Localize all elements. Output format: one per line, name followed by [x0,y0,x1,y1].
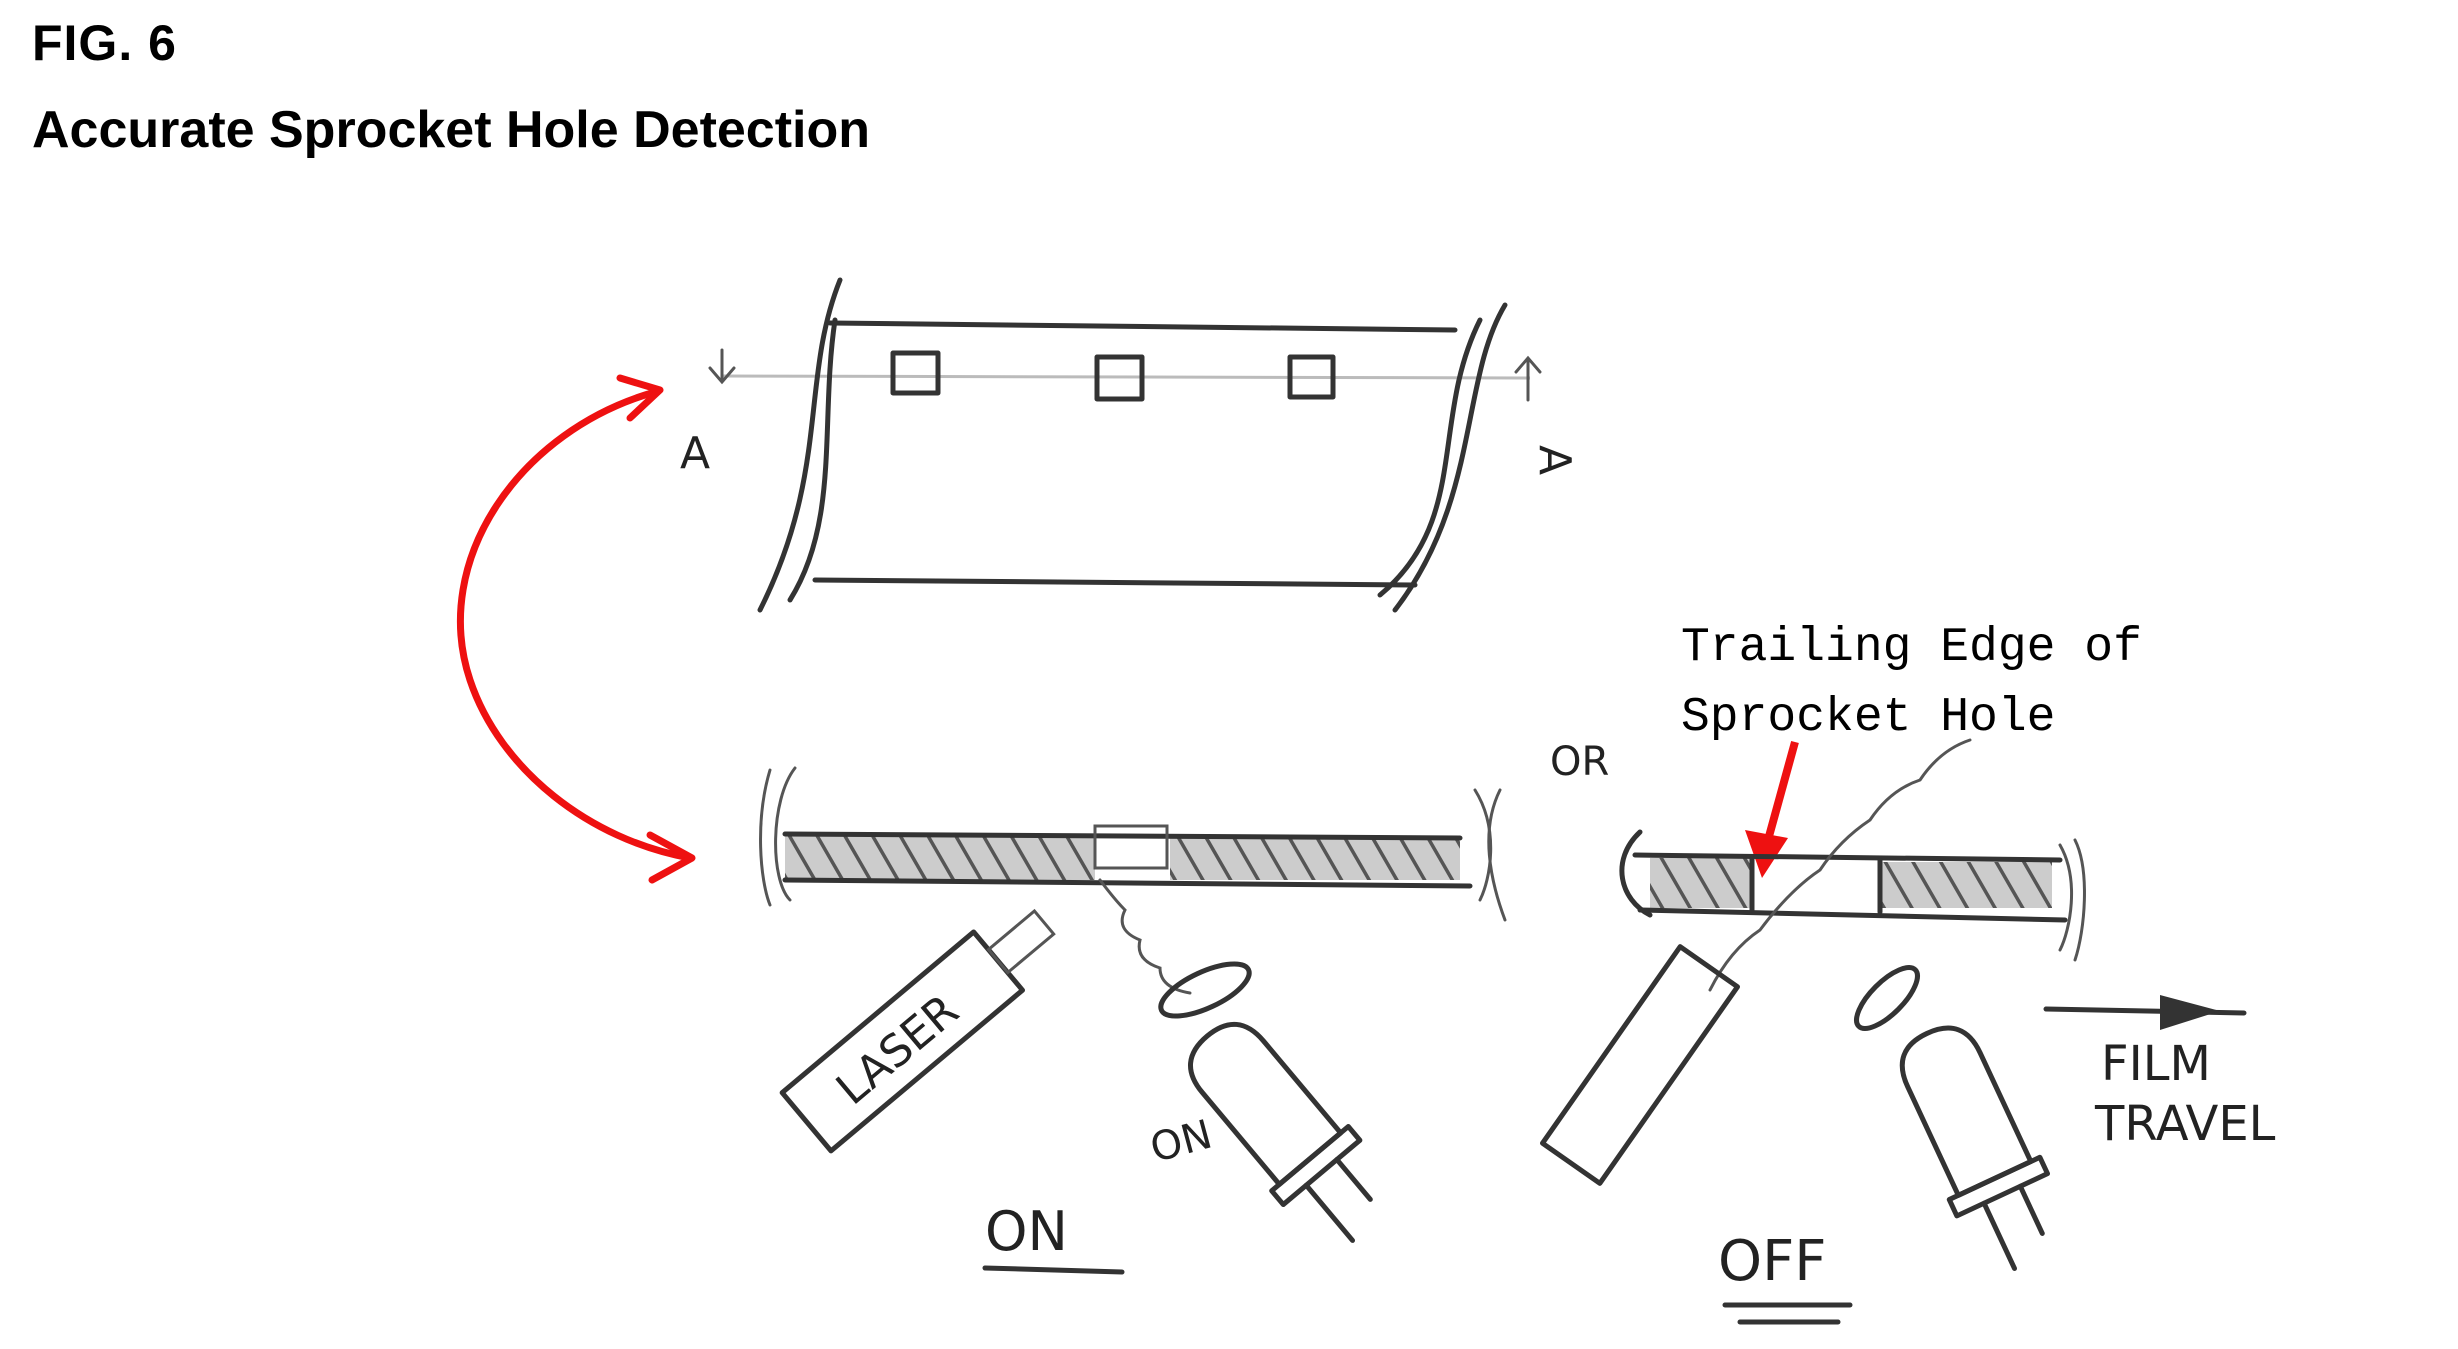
photo-sensor [1188,1021,1373,1243]
film-edge-right-inner [1377,317,1483,598]
section-label-left: A [680,428,710,479]
sprocket-hole [1287,354,1336,400]
section-label-right: A [1529,445,1580,475]
film-edge-left-outer [757,277,843,613]
lens [1158,961,1252,1019]
sensor-on-label: ON [1146,1112,1217,1172]
sprocket-hole [1094,354,1145,402]
annotation-line-2: Sprocket Hole [1681,691,2055,745]
lens [1854,965,1920,1031]
film-travel-arrow [2043,995,2247,1030]
figure-title: Accurate Sprocket Hole Detection [32,101,871,159]
cross-section-on: LASER ON ON [759,766,1507,1275]
laser-device-off [1540,944,1740,1186]
reflected-beam [1708,738,1972,992]
section-line [721,374,1531,380]
film-bottom-edge [812,577,1418,588]
cross-section-off: OR Trailing Edge of Sprocket Hole F [1540,621,2276,1325]
film-travel-line-2: TRAVEL [2094,1096,2276,1152]
off-caption: OFF [1718,1229,1827,1294]
film-top-view: A A [680,277,1580,613]
laser-device: LASER [779,908,1056,1154]
sprocket-hole-section [1093,824,1169,870]
photo-sensor-off [1899,1025,2051,1271]
correspondence-arrow [457,374,696,884]
trailing-edge-arrow [1745,740,1799,878]
section-arrow-left [708,348,736,385]
film-travel-line-1: FILM [2101,1036,2211,1092]
or-label: OR [1550,739,1609,785]
figure-label: FIG. 6 [32,15,177,71]
on-caption-underline [982,1265,1125,1275]
film-top-edge [827,320,1458,333]
film-edge-left-inner [787,317,838,603]
on-caption: ON [985,1200,1068,1263]
film-edge-right-outer [1392,302,1508,613]
section-arrow-right [1514,355,1542,402]
film-cross-section-hatched [785,836,1095,880]
film-cross-section-hatched [1170,836,1460,880]
sprocket-hole [890,350,941,396]
reflected-beam [1098,878,1192,995]
annotation-line-1: Trailing Edge of [1681,621,2142,675]
